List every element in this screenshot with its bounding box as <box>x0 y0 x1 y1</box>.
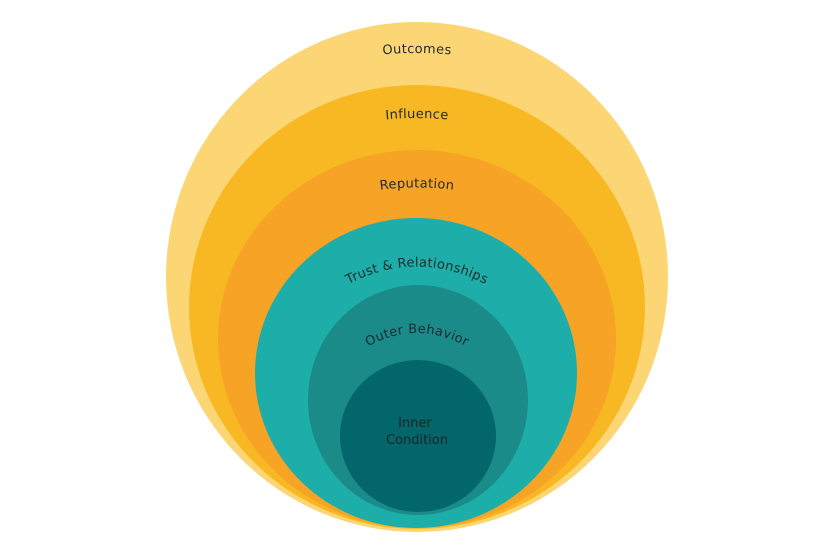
label-reputation: Reputation <box>379 176 455 193</box>
layer-inner-condition <box>340 360 496 512</box>
label-inner-condition-line-2: Condition <box>386 433 448 448</box>
label-influence: Influence <box>385 107 449 123</box>
circle-inner-condition <box>340 360 496 512</box>
label-outcomes: Outcomes <box>382 42 452 58</box>
label-inner-condition: Inner Condition <box>386 416 448 448</box>
label-inner-condition-line-1: Inner <box>398 416 432 431</box>
